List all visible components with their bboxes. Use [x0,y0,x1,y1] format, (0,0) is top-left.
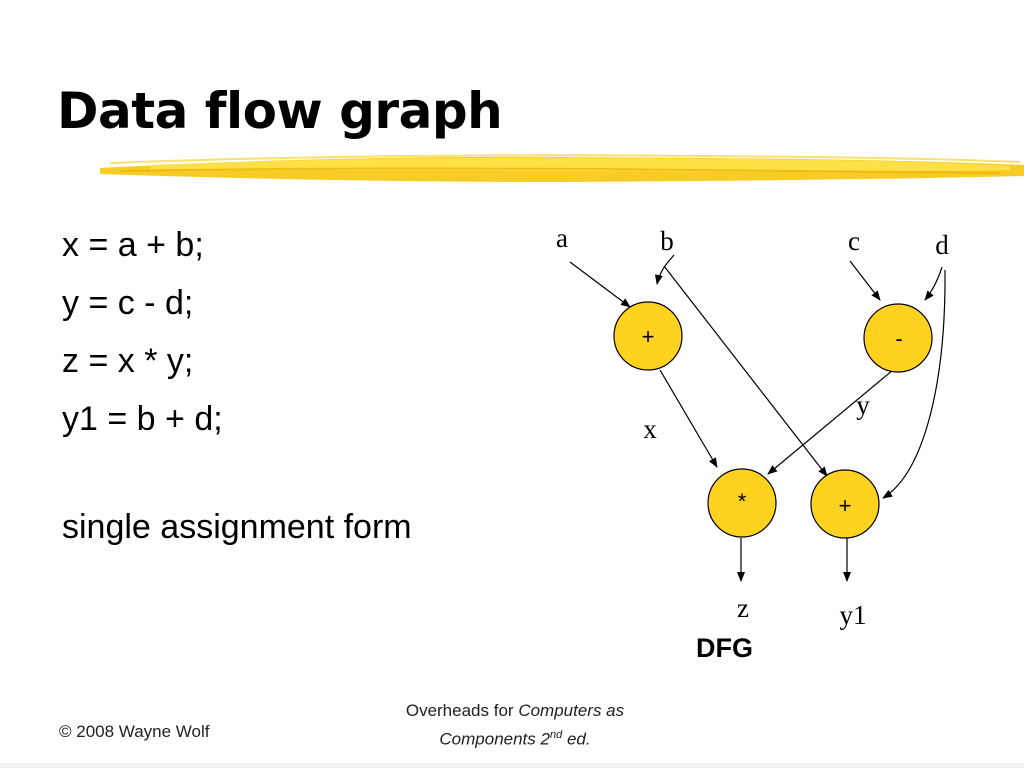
edge-b-to-add2 [663,265,828,477]
code-block: x = a + b; y = c - d; z = x * y; y1 = b … [62,220,412,560]
input-d-label: d [935,230,949,260]
edge-b-to-add1 [654,254,675,285]
op-add1-label: + [642,324,655,349]
footer-line1-italic: Computers as [518,701,625,720]
footer-line2-sup: nd [549,729,563,741]
input-a-label: a [556,223,568,253]
dfg-nodes [613,301,933,539]
node-sub [863,303,933,373]
node-mul [707,468,777,538]
output-y1-label: y1 [840,600,867,630]
code-line-z: z = x * y; [62,342,194,380]
op-sub-label: - [895,326,902,351]
slide-title: Data flow graph [57,82,503,140]
op-add2-label: + [839,493,852,518]
edge-d-to-add2 [882,269,946,499]
code-line-x: x = a + b; [62,226,204,264]
edge-c-to-sub [849,260,881,301]
code-line-y: y = c - d; [62,284,194,322]
edge-y-label: y [856,390,870,420]
highlighter-stroke [100,154,1024,182]
code-line-y1: y1 = b + d; [62,400,223,438]
footer-line2-italic-a: Components 2 [439,729,550,749]
edge-a-to-add1 [569,261,631,308]
footer-line2-italic-b: ed. [566,729,591,749]
footer-copyright: © 2008 Wayne Wolf [59,722,210,741]
single-assignment-note: single assignment form [62,508,412,546]
footer-line1-plain: Overheads for [405,701,514,720]
footer-book-credit: Overheads for Computers as Components 2n… [340,699,690,752]
output-z-label: z [737,593,749,623]
edge-x-label: x [643,414,657,444]
input-c-label: c [848,226,860,256]
bottom-rule [0,763,1024,768]
node-add1 [613,301,683,371]
edge-y-to-mul [767,369,894,475]
dfg-caption: DFG [696,633,753,663]
edge-d-to-sub [924,266,943,301]
edge-x-to-mul [659,369,718,468]
op-mul-label: * [738,489,747,514]
node-add2 [810,469,880,539]
input-b-label: b [660,226,674,256]
